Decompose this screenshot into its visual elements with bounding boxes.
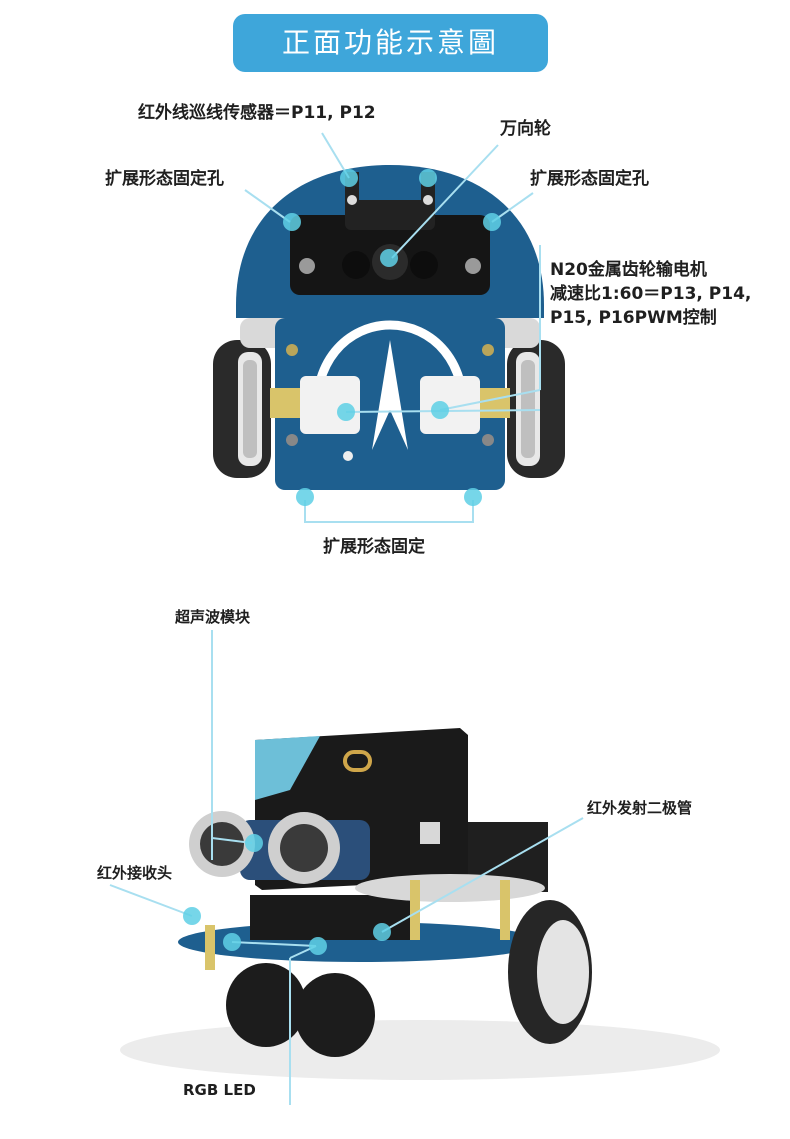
- label-ir-emitter: 红外发射二极管: [587, 799, 693, 817]
- motor-right: [420, 376, 480, 434]
- label-ext-mount: 扩展形态固定: [323, 537, 425, 557]
- label-ir-line-sensor: 红外线巡线传感器＝P11, P12: [138, 103, 376, 123]
- label-motor: N20金属齿轮输电机 减速比1:60＝P13, P14, P15, P16PWM…: [550, 258, 785, 330]
- label-ext-hole-right: 扩展形态固定孔: [530, 169, 649, 189]
- side-robot: [120, 728, 720, 1080]
- label-ir-receiver: 红外接收头: [97, 864, 173, 882]
- label-motor-line2: 减速比1:60＝P13, P14,: [550, 284, 752, 304]
- label-ultrasonic: 超声波模块: [175, 608, 251, 626]
- label-universal-wheel: 万向轮: [500, 119, 551, 139]
- label-motor-line3: P15, P16PWM控制: [550, 308, 717, 328]
- side-markers: [183, 834, 391, 955]
- label-ext-hole-left: 扩展形态固定孔: [105, 169, 224, 189]
- front-robot: [213, 165, 565, 490]
- page-title: 正面功能示意圖: [233, 14, 548, 72]
- right-wheel: [507, 340, 565, 478]
- label-rgb-led: RGB LED: [183, 1081, 256, 1099]
- label-motor-line1: N20金属齿轮输电机: [550, 260, 707, 280]
- front-markers: [283, 169, 501, 506]
- left-wheel: [213, 340, 271, 478]
- side-callout-lines: [109, 630, 584, 1105]
